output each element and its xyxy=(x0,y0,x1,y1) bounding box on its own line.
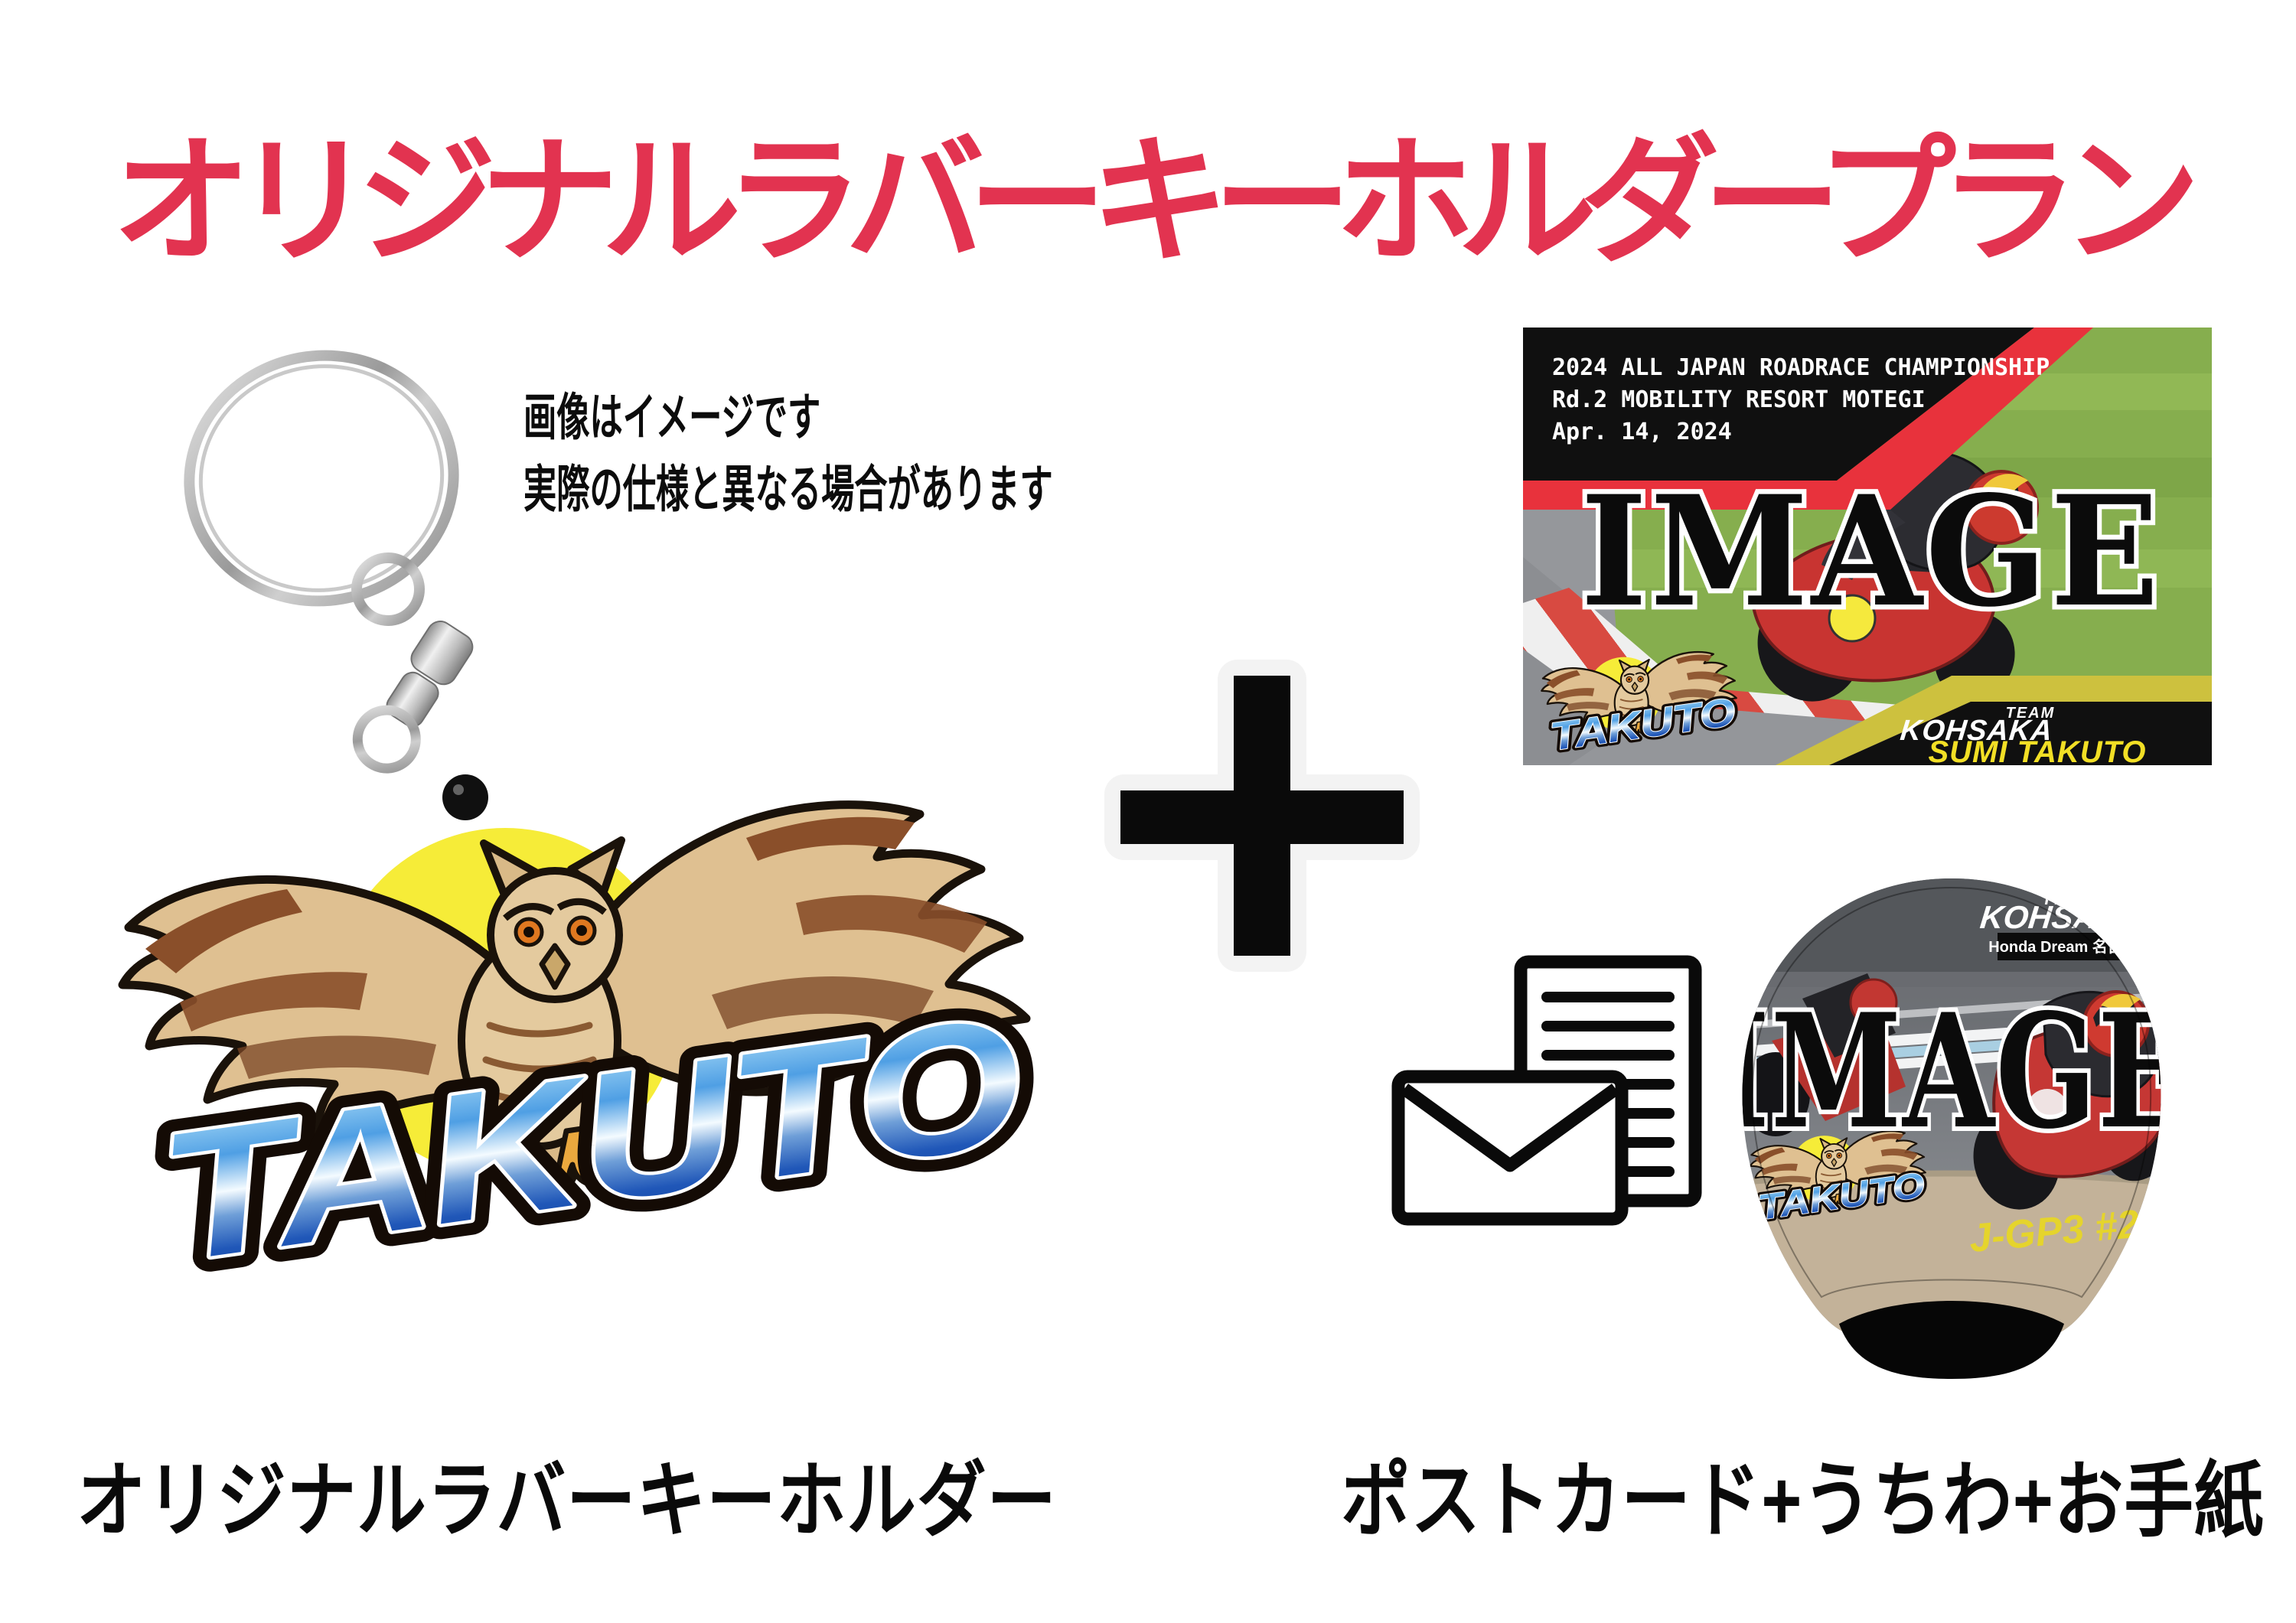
postcard-watermark: IMAGE xyxy=(1580,462,2162,640)
team-prefix: TEAM xyxy=(2006,705,2056,722)
event-line2: Rd.2 MOBILITY RESORT MOTEGI xyxy=(1552,386,1926,413)
disclaimer-line1: 画像はイメージです xyxy=(523,389,821,445)
postcard-image: 2024 ALL JAPAN ROADRACE CHAMPIONSHIP Rd.… xyxy=(1523,328,2212,765)
fan-bike-main xyxy=(1973,990,2161,1210)
rubber-keychain-image xyxy=(46,350,1117,1339)
rider-banner: TEAM KOHSAKA SUMI TAKUTO xyxy=(1776,676,2212,765)
bundle-caption: ポストカード+うちわ+お手紙 xyxy=(1341,1454,2265,1546)
bead-stopper xyxy=(442,774,488,820)
team-name: KOHSAKA xyxy=(1899,715,2054,747)
fan-team-logo: TEAM KOHSAKA Honda Dream 名古屋西 xyxy=(1978,889,2154,960)
keychain-owl-charm xyxy=(122,805,1035,1300)
event-line1: 2024 ALL JAPAN ROADRACE CHAMPIONSHIP xyxy=(1552,354,2050,381)
fan-dealer: Honda Dream 名古屋西 xyxy=(1988,937,2154,956)
fan-inner-outline xyxy=(1751,886,2152,1299)
letter-icon xyxy=(1391,955,1702,1226)
page-title: オリジナルラバーキーホルダープラン xyxy=(112,123,2200,279)
rider-name: SUMI TAKUTO xyxy=(1928,735,2146,765)
bead-highlight xyxy=(453,784,464,795)
event-line3: Apr. 14, 2024 xyxy=(1552,419,1732,445)
fan-bike-left xyxy=(1742,973,1906,1136)
uchiwa-fan-image: TEAM KOHSAKA Honda Dream 名古屋西 J-GP3 #24 … xyxy=(1714,878,2189,1379)
postcard-photo: 2024 ALL JAPAN ROADRACE CHAMPIONSHIP Rd.… xyxy=(1523,328,2212,765)
fan-handle-base xyxy=(1839,1301,2064,1379)
keychain-caption: オリジナルラバーキーホルダー xyxy=(77,1454,1057,1546)
disclaimer-note: 画像はイメージです 実際の仕様と異なる場合があります xyxy=(523,381,1053,525)
envelope-icon xyxy=(1391,1070,1629,1226)
plus-icon xyxy=(1104,660,1420,972)
fan-team-name: KOHSAKA xyxy=(1978,899,2144,935)
key-ring xyxy=(184,350,459,607)
event-banner: 2024 ALL JAPAN ROADRACE CHAMPIONSHIP Rd.… xyxy=(1523,328,2093,510)
fan-watermark: IMAGE xyxy=(1714,980,2189,1164)
disclaimer-line2: 実際の仕様と異なる場合があります xyxy=(523,461,1053,517)
swivel-clasp-chain xyxy=(351,552,474,774)
